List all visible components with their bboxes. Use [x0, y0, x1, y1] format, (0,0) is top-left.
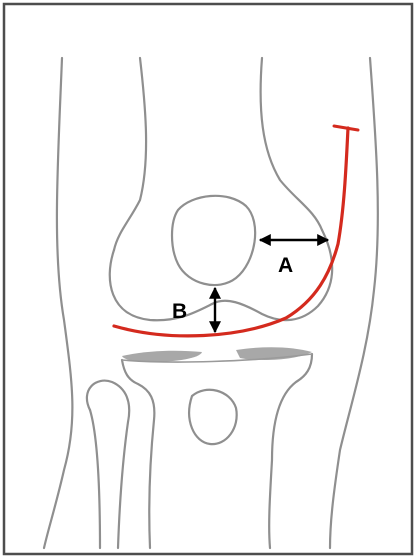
label-a: A — [278, 254, 293, 277]
fibula — [87, 381, 129, 548]
highlighted-curve-cap — [334, 126, 358, 130]
medial-condyle — [110, 250, 212, 320]
tibial-tuberosity — [189, 390, 237, 444]
patella-outline — [172, 196, 255, 285]
label-b: B — [172, 300, 187, 323]
tibia-plateau-right — [269, 354, 312, 548]
figure-frame — [4, 4, 412, 554]
tibia-plateau — [122, 360, 154, 548]
fibula-inner — [90, 410, 100, 548]
lateral-condyle — [212, 230, 332, 320]
leg-outline-right — [330, 58, 378, 548]
femur-shaft-right — [261, 58, 322, 230]
femur-shaft-left — [114, 58, 146, 250]
leg-outline-left — [44, 58, 72, 548]
highlighted-curve — [114, 128, 348, 336]
